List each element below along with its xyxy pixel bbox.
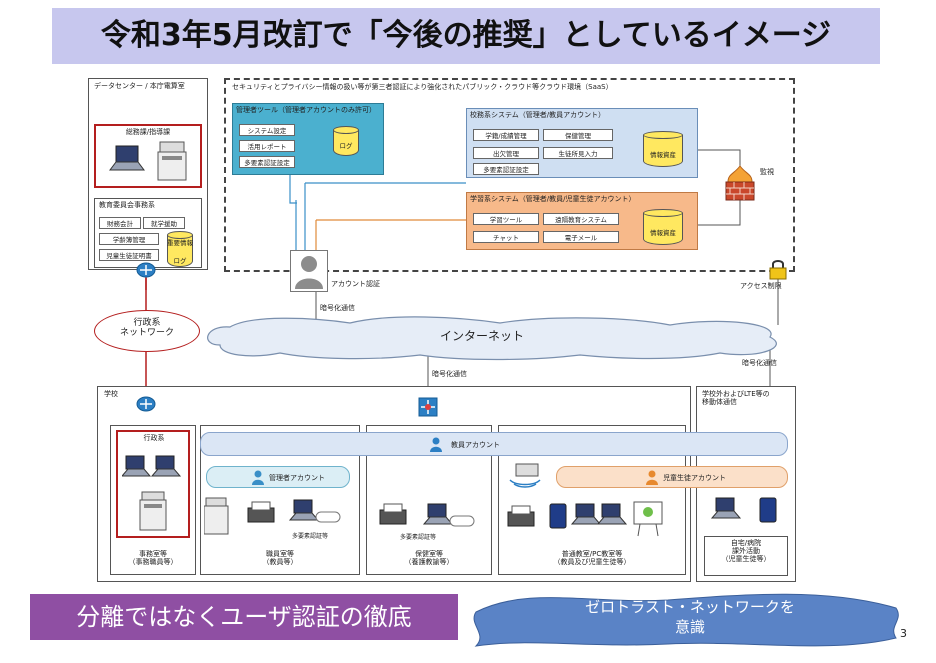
learning-button-3[interactable]: チャット xyxy=(473,231,539,243)
access-control-label: アクセス制限 xyxy=(740,282,782,290)
admin-tool-button-1[interactable]: システム設定 xyxy=(239,124,295,136)
staff-devices-icon xyxy=(204,497,341,535)
admin-tool-button-2[interactable]: 活用レポート xyxy=(239,140,295,152)
admin-log-db-label: ログ xyxy=(339,142,353,150)
school-router-icon xyxy=(136,396,156,412)
learning-label: 学習系システム（管理者/教員/児童生徒アカウント） xyxy=(470,195,636,203)
classroom-devices-icon xyxy=(507,463,663,537)
board-button-4[interactable]: 児童生徒証明書 xyxy=(99,249,159,261)
board-box: 教育委員会事務系 財務会計 就学援助 学齢簿管理 児童生徒証明書 重要情報 ログ xyxy=(94,198,202,268)
general-affairs-box: 総務課/指導課 xyxy=(94,124,202,188)
board-database-icon: 重要情報 ログ xyxy=(167,231,193,267)
internet-cloud xyxy=(207,316,777,361)
footer-left-text: 分離ではなくユーザ認証の徹底 xyxy=(76,603,412,631)
firewall-icon xyxy=(725,165,755,201)
learning-db-label: 情報資産 xyxy=(650,229,676,237)
encrypted-label-2: 暗号化通信 xyxy=(432,370,467,378)
teacher-account-bar: 教員アカウント xyxy=(200,432,788,456)
teacher-person-icon xyxy=(430,437,442,452)
footer-left-box: 分離ではなくユーザ認証の徹底 xyxy=(30,594,458,640)
footer-right-shape xyxy=(473,593,899,647)
lock-icon xyxy=(769,260,787,280)
health-devices-icon xyxy=(379,503,475,527)
internet-label: インターネット xyxy=(440,329,525,343)
page-title: 令和3年5月改訂で「今後の推奨」としているイメージ xyxy=(100,18,832,53)
board-db-bottom-label: ログ xyxy=(173,257,187,265)
student-account-label: 児童生徒アカウント xyxy=(663,474,726,482)
admin-account-bar: 管理者アカウント xyxy=(206,466,350,488)
school-affairs-box: 校務系システム（管理者/教員アカウント） 学籍/成績管理 保健管理 出欠管理 生… xyxy=(466,108,698,178)
admin-log-db-icon: ログ xyxy=(333,126,359,156)
learning-button-1[interactable]: 学習ツール xyxy=(473,213,539,225)
school-affairs-db-icon: 情報資産 xyxy=(643,131,683,167)
copier-icon xyxy=(157,141,187,181)
board-button-2[interactable]: 就学援助 xyxy=(143,217,185,229)
switch-icon xyxy=(418,397,438,417)
board-db-top-label: 重要情報 xyxy=(167,239,193,247)
person-icon xyxy=(295,256,323,289)
school-affairs-button-2[interactable]: 保健管理 xyxy=(543,129,613,141)
school-affairs-button-3[interactable]: 出欠管理 xyxy=(473,147,539,159)
laptop-icon xyxy=(109,145,145,171)
admin-network-label: 行政系 ネットワーク xyxy=(119,318,174,339)
home-room-label: 自宅/病院 課外活動 （児童生徒等） xyxy=(721,539,771,564)
school-affairs-button-1[interactable]: 学籍/成績管理 xyxy=(473,129,539,141)
admin-network: 行政系 ネットワーク xyxy=(94,310,200,352)
cloud-environment-label: セキュリティとプライバシー情報の扱い等が第三者認証により強化されたパブリック・ク… xyxy=(232,83,613,91)
admin-inner-label: 行政系 xyxy=(143,434,165,442)
admin-tool-button-3[interactable]: 多要素認証設定 xyxy=(239,156,295,168)
home-room: 自宅/病院 課外活動 （児童生徒等） xyxy=(704,536,788,576)
title-bar: 令和3年5月改訂で「今後の推奨」としているイメージ xyxy=(52,8,880,64)
page-number: 3 xyxy=(900,627,907,640)
health-room-label: 保健室等 （養護教諭等） xyxy=(404,550,454,567)
student-account-bar: 児童生徒アカウント xyxy=(556,466,788,488)
account-auth-box xyxy=(290,250,328,292)
account-auth-label: アカウント認証 xyxy=(331,280,380,288)
board-button-1[interactable]: 財務会計 xyxy=(99,217,141,229)
admin-person-icon xyxy=(252,470,264,485)
school-label: 学校 xyxy=(104,390,118,398)
encrypted-label-1: 暗号化通信 xyxy=(320,304,355,312)
home-devices-icon xyxy=(710,497,777,523)
staff-room-label: 職員室等 （教員等） xyxy=(262,550,298,567)
school-affairs-db-label: 情報資産 xyxy=(650,151,676,159)
footer-right-text: ゼロトラスト・ネットワークを 意識 xyxy=(585,598,795,636)
health-mfa-label: 多要素認証等 xyxy=(400,534,437,541)
admin-devices-icon xyxy=(122,455,182,531)
board-button-3[interactable]: 学齢簿管理 xyxy=(99,233,159,245)
learning-button-4[interactable]: 電子メール xyxy=(543,231,619,243)
admin-account-label: 管理者アカウント xyxy=(269,474,325,482)
cloud-environment: セキュリティとプライバシー情報の扱い等が第三者認証により強化されたパブリック・ク… xyxy=(224,78,795,272)
school-affairs-button-5[interactable]: 多要素認証設定 xyxy=(473,163,539,175)
learning-box: 学習系システム（管理者/教員/児童生徒アカウント） 学習ツール 遠隔教育システム… xyxy=(466,192,698,250)
teacher-account-label: 教員アカウント xyxy=(451,441,500,449)
school-affairs-label: 校務系システム（管理者/教員アカウント） xyxy=(470,111,606,119)
monitor-label: 監視 xyxy=(760,168,774,176)
router-icon xyxy=(136,262,156,278)
general-affairs-label: 総務課/指導課 xyxy=(125,128,171,136)
admin-tool-box: 管理者ツール（管理者アカウントのみ許可） システム設定 活用レポート 多要素認証… xyxy=(232,103,384,175)
staff-mfa-label: 多要素認証等 xyxy=(292,533,329,540)
admin-tool-label: 管理者ツール（管理者アカウントのみ許可） xyxy=(236,106,376,114)
learning-button-2[interactable]: 遠隔教育システム xyxy=(543,213,619,225)
school-affairs-button-4[interactable]: 生徒所見入力 xyxy=(543,147,613,159)
learning-db-icon: 情報資産 xyxy=(643,209,683,245)
classroom-label: 普通教室/PC教室等 （教員及び児童生徒等） xyxy=(553,550,631,567)
student-person-icon xyxy=(646,470,658,485)
mobile-label: 学校外およびLTE等の 移動体通信 xyxy=(702,390,770,407)
board-label: 教育委員会事務系 xyxy=(99,201,155,209)
encrypted-label-3: 暗号化通信 xyxy=(742,359,777,367)
datacenter-label: データセンター / 本庁電算室 xyxy=(94,82,185,90)
office-room-label: 事務室等 （事務職員等） xyxy=(128,550,178,567)
